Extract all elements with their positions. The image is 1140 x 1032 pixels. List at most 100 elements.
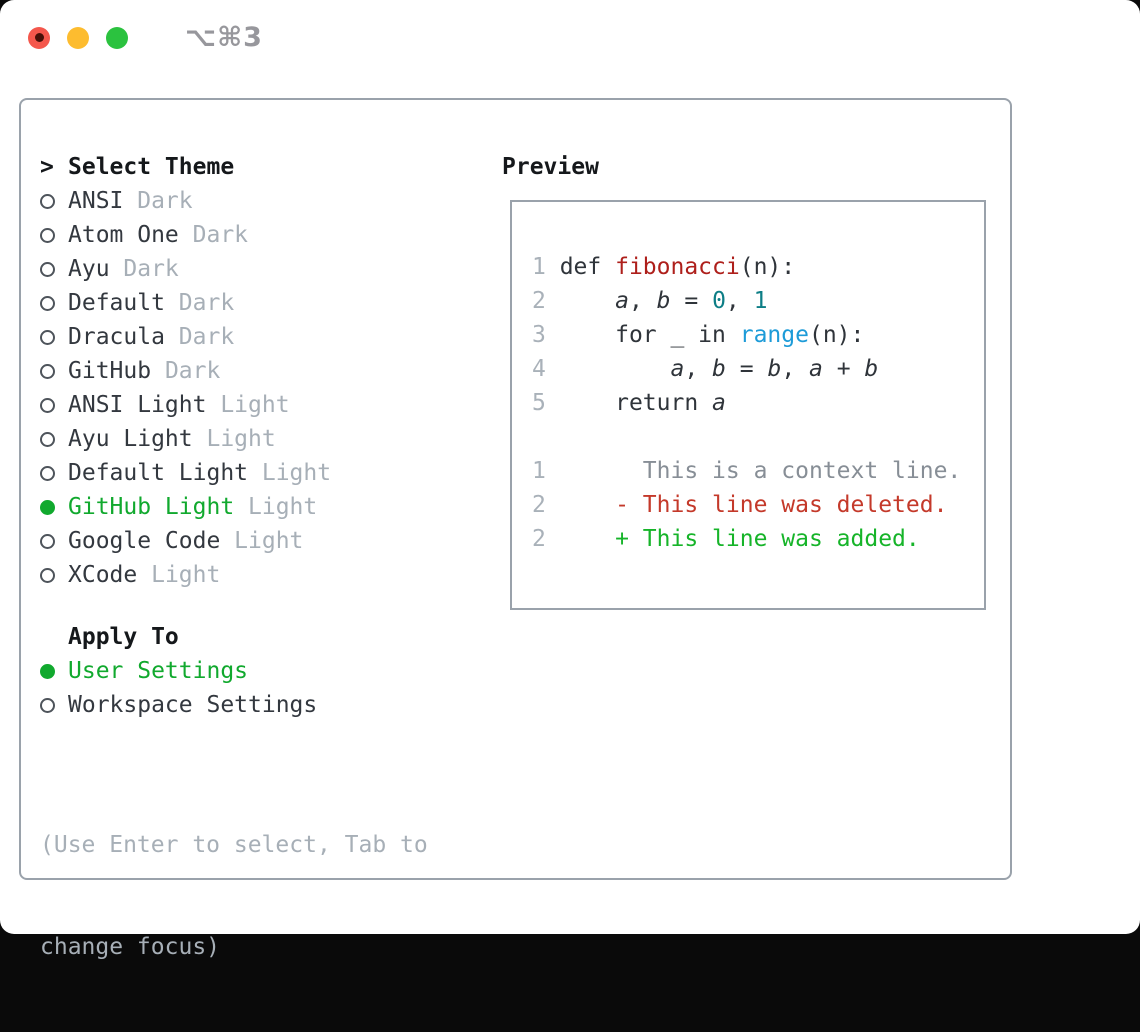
line-number: 1	[532, 458, 560, 484]
preview-title: Preview	[502, 154, 599, 180]
line-number: 2	[532, 526, 560, 552]
code-line: 2 a, b = 0, 1	[532, 284, 984, 318]
apply-to-option[interactable]: User Settings	[40, 654, 502, 688]
radio-marker	[40, 465, 68, 481]
radio-unselected-icon	[40, 431, 55, 447]
theme-variant-label: Light	[151, 562, 221, 588]
theme-option[interactable]: Atom One Dark	[40, 218, 502, 252]
code-segment: def	[559, 254, 616, 280]
theme-variant-label: Dark	[137, 188, 193, 214]
theme-option-label: Dracula	[68, 324, 165, 350]
radio-marker	[40, 227, 68, 243]
theme-option[interactable]: Ayu Light Light	[40, 422, 502, 456]
radio-unselected-icon	[40, 397, 55, 413]
code-segment: ,	[781, 356, 810, 382]
code-segment: 1	[753, 288, 768, 314]
code-line: 4 a, b = b, a + b	[532, 352, 984, 386]
line-number: 2	[532, 492, 560, 518]
traffic-light-minimize-button[interactable]	[67, 26, 89, 49]
traffic-light-zoom-button[interactable]	[106, 26, 128, 49]
theme-option-label: Ayu	[68, 256, 110, 282]
theme-option-label: Google Code	[68, 528, 221, 554]
diff-preview: 1 This is a context line.2 - This line w…	[532, 454, 984, 556]
apply-to-option[interactable]: Workspace Settings	[40, 688, 502, 722]
radio-unselected-icon	[40, 261, 55, 277]
window-title: ⌥⌘3	[185, 22, 263, 53]
radio-marker	[40, 363, 68, 379]
radio-marker	[40, 397, 68, 413]
theme-option-label: Atom One	[68, 222, 179, 248]
code-segment: (n):	[739, 254, 796, 280]
code-segment: 0	[712, 288, 726, 314]
code-segment	[560, 356, 671, 382]
hint-line-1: (Use Enter to select, Tab to	[40, 832, 428, 858]
radio-unselected-icon	[40, 193, 55, 209]
code-segment: a	[712, 390, 726, 416]
select-theme-header-label: Select Theme	[68, 154, 235, 180]
code-segment: fibonacci	[615, 254, 740, 280]
code-segment: a	[809, 356, 823, 382]
theme-variant-label: Dark	[192, 222, 249, 248]
theme-variant-label: Light	[206, 426, 276, 452]
line-number: 1	[532, 254, 560, 280]
radio-unselected-icon	[40, 567, 55, 583]
theme-option[interactable]: XCode Light	[40, 558, 502, 592]
code-line: 5 return a	[532, 386, 984, 420]
diff-line: 1 This is a context line.	[532, 454, 984, 488]
unsaved-indicator-dot	[34, 33, 44, 42]
theme-option-label: Ayu Light	[68, 426, 193, 452]
apply-to-option-label: User Settings	[68, 658, 249, 684]
code-segment: return	[559, 390, 713, 416]
theme-option[interactable]: Dracula Dark	[40, 320, 502, 354]
code-segment: b	[712, 356, 726, 382]
code-segment: ,	[628, 288, 657, 314]
code-segment: a	[670, 356, 685, 382]
theme-variant-label: Dark	[164, 358, 221, 384]
theme-option-label: ANSI Light	[68, 392, 207, 418]
code-segment: a	[615, 288, 629, 314]
radio-marker	[40, 193, 68, 209]
theme-variant-label: Light	[234, 528, 304, 554]
theme-option-label: Default Light	[68, 460, 249, 486]
theme-option-label: Default	[68, 290, 165, 316]
theme-option-label: GitHub Light	[68, 494, 235, 520]
line-number: 3	[532, 322, 560, 348]
preview-column: Preview 1 def fibonacci(n): 2 a, b = 0, 1…	[502, 150, 1007, 610]
hint-line-2: change focus)	[40, 934, 221, 960]
code-segment: This is a context line.	[559, 458, 962, 484]
code-segment: - This line was deleted.	[559, 492, 948, 518]
code-segment: b	[767, 356, 782, 382]
line-number: 2	[532, 288, 560, 314]
radio-unselected-icon	[40, 533, 55, 549]
focus-cursor-icon: >	[40, 154, 54, 180]
titlebar: ⌥⌘3	[0, 0, 1140, 75]
theme-option-label: XCode	[68, 562, 138, 588]
theme-variant-label: Dark	[178, 290, 235, 316]
radio-marker	[40, 431, 68, 447]
code-segment: b	[656, 288, 671, 314]
diff-line: 2 + This line was added.	[532, 522, 984, 556]
traffic-light-close-button[interactable]	[28, 26, 50, 49]
code-line: 3 for _ in range(n):	[532, 318, 984, 352]
code-segment: range	[739, 322, 809, 348]
code-segment: + This line was added.	[559, 526, 920, 552]
line-number: 5	[532, 390, 560, 416]
theme-option[interactable]: Google Code Light	[40, 524, 502, 558]
hint-text: (Use Enter to select, Tab to change focu…	[40, 760, 502, 1032]
theme-variant-label: Dark	[178, 324, 235, 350]
radio-marker	[40, 533, 68, 549]
diff-line: 2 - This line was deleted.	[532, 488, 984, 522]
theme-option[interactable]: Default Dark	[40, 286, 502, 320]
line-number: 4	[532, 356, 560, 382]
